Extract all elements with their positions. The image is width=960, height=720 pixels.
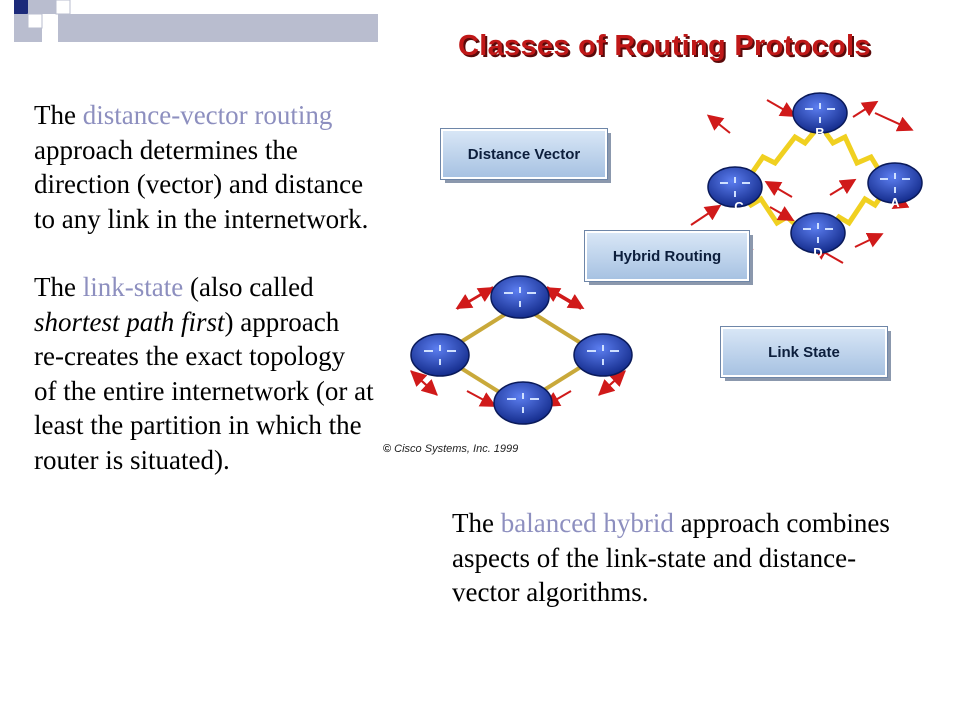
router-right-icon [573,333,633,377]
network-diagram: B C A D [410,92,923,425]
router-top-icon [490,275,550,319]
p1-rest: approach determines the direction (vecto… [34,134,369,234]
corner-decoration [14,0,378,42]
p2-highlight: link-state [82,272,184,302]
copyright-note: © Cisco Systems, Inc. 1999 [383,443,518,455]
link-state-paragraph: The link-state (also called shortest pat… [34,270,374,477]
p2-italic: shortest path first [34,306,225,337]
link-state-button: Link State [720,326,888,378]
distance-vector-paragraph: The distance-vector routing approach det… [34,98,374,236]
routing-protocols-figure: Classes of Routing Protocols [375,25,935,465]
p3-rest: approach combines aspects of the link-st… [452,508,890,607]
p1-prefix: The [34,100,83,130]
p3-highlight: balanced hybrid [500,508,674,538]
router-left-icon [410,333,470,377]
router-d-icon [790,212,846,254]
router-label-b: B [815,125,824,140]
router-bottom-icon [493,381,553,425]
copyright-icon: © [383,443,392,455]
p2-prefix: The [34,272,83,302]
router-a-icon [867,162,923,204]
hybrid-routing-button: Hybrid Routing [584,230,750,282]
router-label-c: C [734,199,744,214]
link-state-arrows [410,286,626,408]
p2-middle: (also called [183,272,314,302]
router-label-a: A [890,195,900,210]
router-c-icon [707,166,763,208]
p3-prefix: The [452,508,501,538]
router-b-icon [792,92,848,134]
figure-title: Classes of Routing Protocols [458,30,871,62]
distance-vector-button: Distance Vector [440,128,608,180]
p1-highlight: distance-vector routing [82,100,333,130]
router-label-d: D [813,245,822,260]
hybrid-paragraph: The balanced hybrid approach combines as… [452,506,892,610]
p2-rest: ) approach re-creates the exact topology… [34,306,374,475]
copyright-text: Cisco Systems, Inc. 1999 [394,443,519,455]
left-text-block: The distance-vector routing approach det… [34,98,374,477]
